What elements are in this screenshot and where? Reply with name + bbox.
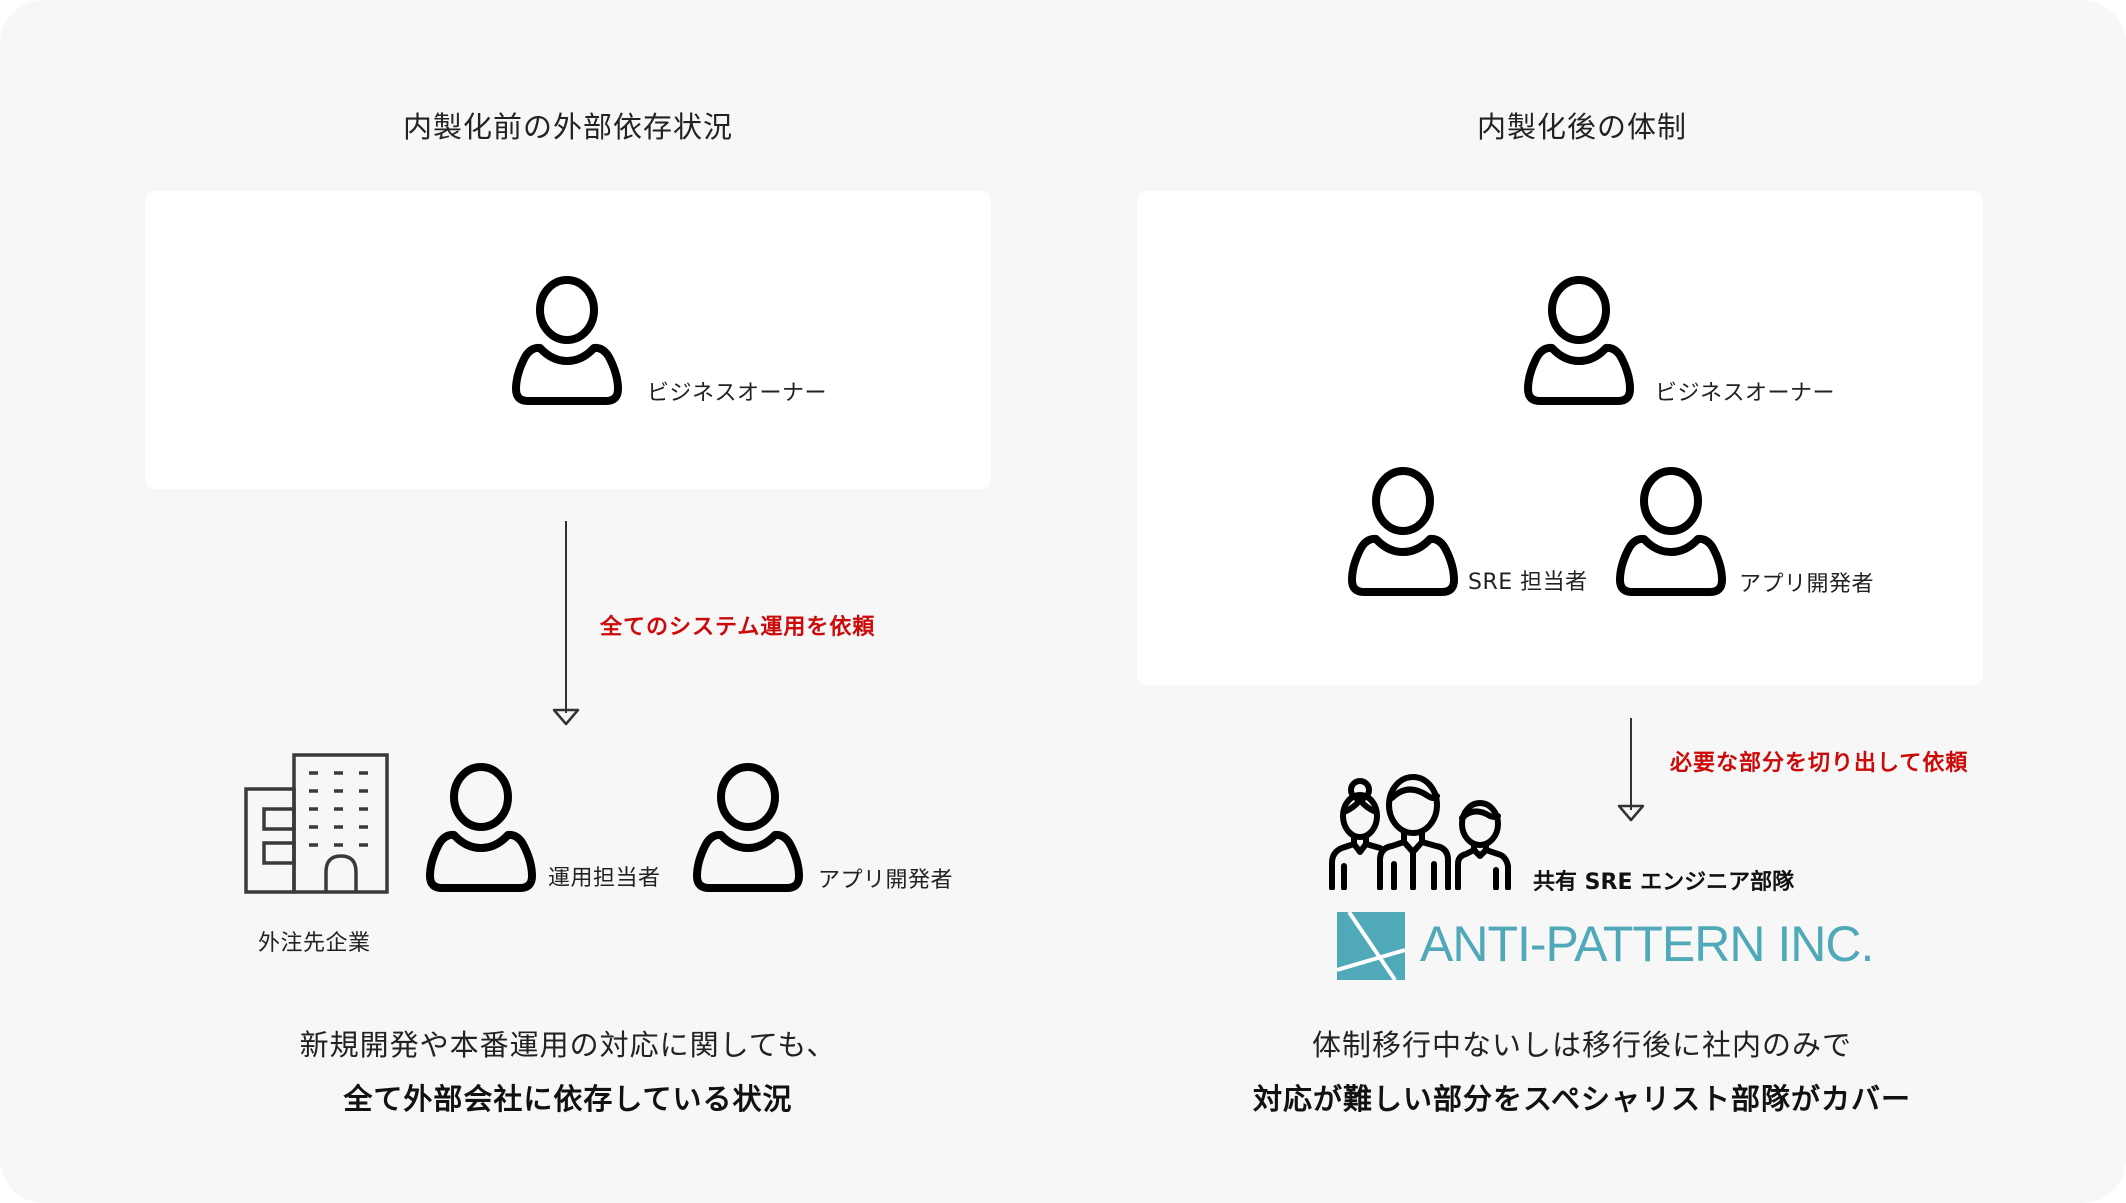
- arrow-down-icon: [552, 708, 580, 726]
- person-icon: [424, 762, 538, 894]
- business-owner-label: ビジネスオーナー: [647, 381, 828, 406]
- person-icon: [510, 275, 624, 407]
- ops-staff-label: 運用担当者: [548, 866, 661, 891]
- right-caption-line2: 対応が難しい部分をスペシャリスト部隊がカバー: [1253, 1082, 1911, 1116]
- building-icon: [244, 752, 390, 894]
- right-team-card: [1137, 191, 1983, 685]
- vendor-company-label: 外注先企業: [258, 931, 371, 956]
- arrow-line: [565, 521, 567, 713]
- request-partial-label: 必要な部分を切り出して依頼: [1670, 751, 1969, 776]
- app-dev-label: アプリ開発者: [818, 868, 954, 893]
- anti-pattern-logo-mark: [1337, 912, 1405, 980]
- request-all-label: 全てのシステム運用を依頼: [600, 615, 876, 640]
- anti-pattern-logo-text: ANTI-PATTERN INC.: [1420, 916, 1874, 972]
- person-icon: [1522, 275, 1636, 407]
- left-caption-line1: 新規開発や本番運用の対応に関しても、: [299, 1028, 837, 1062]
- shared-sre-team-label: 共有 SRE エンジニア部隊: [1533, 870, 1795, 895]
- business-owner-label: ビジネスオーナー: [1655, 381, 1836, 406]
- left-caption-line2: 全て外部会社に依存している状況: [343, 1082, 793, 1116]
- arrow-down-icon: [1617, 804, 1645, 822]
- person-icon: [1346, 466, 1460, 598]
- app-dev-label: アプリ開発者: [1739, 572, 1875, 597]
- right-caption-line1: 体制移行中ないしは移行後に社内のみで: [1311, 1028, 1853, 1062]
- left-title: 内製化前の外部依存状況: [402, 110, 734, 144]
- arrow-line: [1630, 718, 1632, 810]
- sre-staff-label: SRE 担当者: [1468, 570, 1588, 595]
- team-icon: [1328, 768, 1524, 890]
- person-icon: [691, 762, 805, 894]
- right-title: 内製化後の体制: [1476, 110, 1688, 144]
- person-icon: [1614, 466, 1728, 598]
